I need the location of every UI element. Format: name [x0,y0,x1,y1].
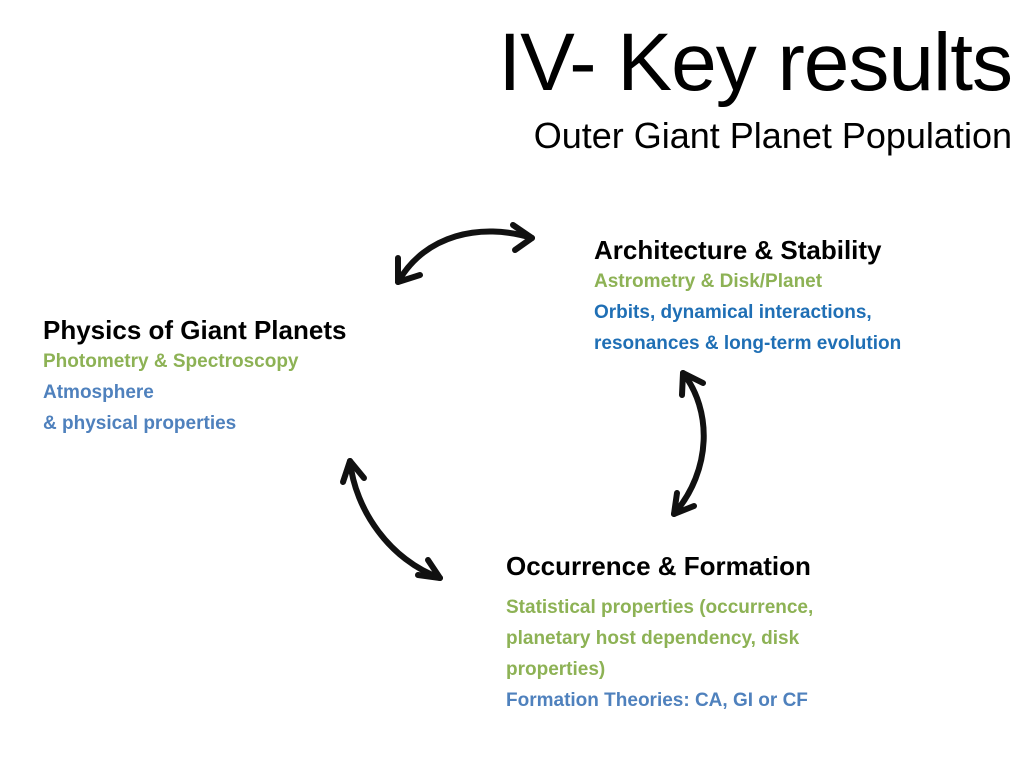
occurrence-formation-block: Occurrence & Formation Statistical prope… [506,550,813,716]
occurrence-line-4: Formation Theories: CA, GI or CF [506,690,808,711]
occurrence-line-1: Statistical properties (occurrence, [506,597,814,618]
physics-line-3: & physical properties [43,413,237,434]
architecture-line-1: Astrometry & Disk/Planet [594,271,823,292]
physics-line-1: Photometry & Spectroscopy [43,351,299,372]
architecture-heading: Architecture & Stability [594,235,882,265]
architecture-line-3: resonances & long-term evolution [594,333,902,354]
physics-giant-planets-block: Physics of Giant Planets Photometry & Sp… [43,314,346,439]
architecture-line-2: Orbits, dynamical interactions, [594,302,872,323]
architecture-stability-block: Architecture & Stability Astrometry & Di… [594,234,901,359]
double-arrow-right-icon [671,370,707,517]
double-arrow-left-icon [340,458,443,581]
physics-heading: Physics of Giant Planets [43,315,347,345]
occurrence-heading: Occurrence & Formation [506,551,811,581]
slide-subtitle: Outer Giant Planet Population [533,115,1012,156]
double-arrow-top-icon [395,222,535,285]
occurrence-line-3: properties) [506,659,606,680]
slide-title: IV- Key results [498,17,1013,108]
physics-line-2: Atmosphere [43,382,154,403]
occurrence-line-2: planetary host dependency, disk [506,628,800,649]
